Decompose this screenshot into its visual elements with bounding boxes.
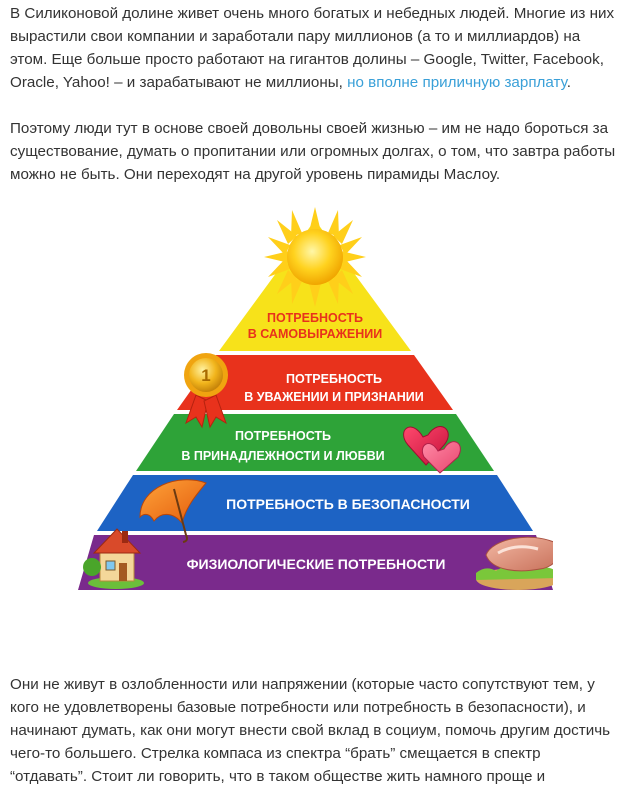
paragraph-maslow-intro: Поэтому люди тут в основе своей довольны… [10,120,616,183]
paragraph-text: В Силиконовой долине живет очень много б… [10,5,615,91]
meat-sandwich-icon [476,536,553,590]
tier-safety-label: ПОТРЕБНОСТЬ В БЕЗОПАСНОСТИ [226,496,470,512]
paragraph-giving: Они не живут в озлобленности или напряже… [10,676,611,785]
house-icon [83,528,144,589]
maslow-pyramid-figure: 1 ПОТРЕБН [78,205,553,605]
tier-physiological-label: ФИЗИОЛОГИЧЕСКИЕ ПОТРЕБНОСТИ [187,556,446,572]
tier-self-actualization-label-line2: В САМОВЫРАЖЕНИИ [248,327,383,341]
tier-self-actualization-label-line1: ПОТРЕБНОСТЬ [267,311,363,325]
paragraph-silicon-valley: В Силиконовой долине живет очень много б… [10,2,618,94]
sun-icon [264,207,366,307]
heart-icon [403,426,461,474]
salary-link[interactable]: но вполне приличную зарплату [347,74,567,91]
medal-icon: 1 [184,353,228,429]
tier-belonging [136,414,494,471]
tier-belonging-label-line2: В ПРИНАДЛЕЖНОСТИ И ЛЮБВИ [181,449,384,463]
svg-text:1: 1 [201,366,210,385]
maslow-pyramid: 1 ПОТРЕБН [78,207,553,590]
tier-safety [97,475,533,531]
tier-belonging-label-line1: ПОТРЕБНОСТЬ [235,429,331,443]
tier-esteem [177,355,453,410]
tier-esteem-label-line1: ПОТРЕБНОСТЬ [286,372,382,386]
tier-physiological [78,535,553,590]
umbrella-icon [139,479,207,543]
tier-esteem-label-line2: В УВАЖЕНИИ И ПРИЗНАНИИ [244,390,423,404]
paragraph-text-end: . [566,74,571,91]
